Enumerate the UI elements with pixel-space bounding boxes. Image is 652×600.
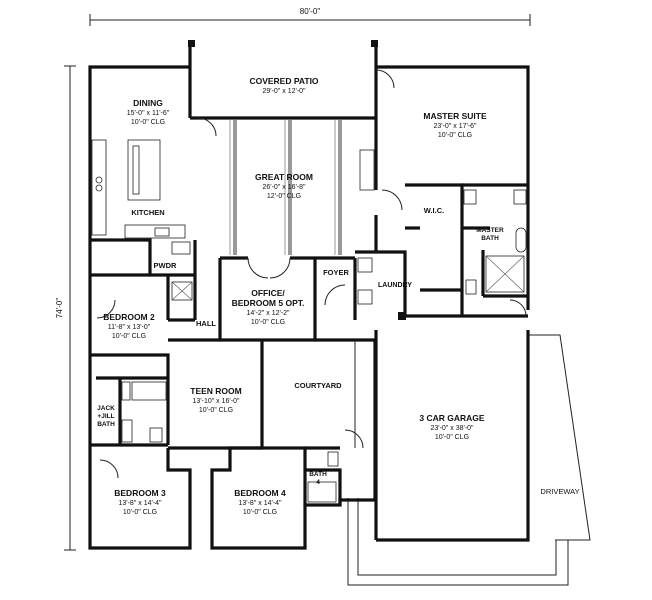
door-swings	[96, 69, 527, 479]
room-great-room: GREAT ROOM 26'-0" x 16'-8" 12'-0" CLG	[255, 172, 313, 200]
bath4-line1: BATH	[309, 471, 327, 478]
office-size: 14'-2" x 12'-2"	[246, 310, 290, 317]
master-suite-name: MASTER SUITE	[423, 111, 487, 121]
room-bath4: BATH 4	[309, 471, 327, 486]
driveway-name: DRIVEWAY	[540, 487, 579, 496]
garage-size: 23'-0" x 38'-0"	[430, 425, 474, 432]
laundry-name: LAUNDRY	[378, 282, 412, 289]
garage-clg: 10'-0" CLG	[435, 434, 469, 441]
teen-room-size: 13'-10" x 16'-0"	[193, 398, 240, 405]
depth-dimension-label: 74'-0"	[55, 298, 64, 319]
room-dining: DINING 15'-0" x 11'-6" 10'-0" CLG	[127, 98, 170, 126]
fireplace	[359, 149, 375, 191]
pwdr-sink	[171, 241, 191, 255]
dining-size: 15'-0" x 11'-6"	[127, 110, 170, 117]
bedroom2-size: 11'-8" x 13'-0"	[108, 324, 151, 331]
master-suite-clg: 10'-0" CLG	[438, 132, 472, 139]
patio-post-right	[371, 40, 378, 47]
garage-name: 3 CAR GARAGE	[419, 413, 485, 423]
dining-name: DINING	[133, 98, 163, 108]
driveway-area	[347, 334, 591, 586]
interior-walls	[90, 118, 528, 520]
bedroom4-clg: 10'-0" CLG	[243, 509, 277, 516]
room-bedroom3: BEDROOM 3 13'-8" x 14'-4" 10'-0" CLG	[114, 488, 166, 516]
great-room-name: GREAT ROOM	[255, 172, 313, 182]
room-bedroom4: BEDROOM 4 13'-8" x 14'-4" 10'-0" CLG	[234, 488, 286, 516]
office-line1: OFFICE/	[251, 288, 285, 298]
foyer-name: FOYER	[323, 268, 349, 277]
bedroom3-size: 13'-8" x 14'-4"	[118, 500, 162, 507]
width-dimension-label: 80'-0"	[300, 7, 321, 16]
master-bath-line1: MASTER	[476, 227, 504, 234]
room-teen-room: TEEN ROOM 13'-10" x 16'-0" 10'-0" CLG	[190, 386, 241, 414]
width-dimension: 80'-0"	[89, 7, 531, 26]
office-clg: 10'-0" CLG	[251, 319, 285, 326]
office-line2: BEDROOM 5 OPT.	[232, 298, 305, 308]
bedroom3-clg: 10'-0" CLG	[123, 509, 157, 516]
laundry-fixtures	[357, 257, 373, 305]
room-bedroom2: BEDROOM 2 11'-8" x 13'-0" 10'-0" CLG	[103, 312, 155, 340]
garage-post	[398, 312, 406, 320]
room-garage: 3 CAR GARAGE 23'-0" x 38'-0" 10'-0" CLG	[419, 413, 485, 441]
master-bath-line2: BATH	[481, 235, 499, 242]
master-bath-fixtures	[463, 189, 527, 295]
courtyard-name: COURTYARD	[294, 381, 342, 390]
bedroom4-size: 13'-8" x 14'-4"	[238, 500, 282, 507]
room-office: OFFICE/ BEDROOM 5 OPT. 14'-2" x 12'-2" 1…	[232, 288, 305, 326]
great-room-size: 26'-0" x 16'-8"	[262, 184, 306, 191]
master-suite-size: 23'-0" x 17'-6"	[433, 123, 477, 130]
hall-name: HALL	[196, 319, 216, 328]
jack-jill-line1: JACK	[97, 405, 115, 412]
jack-jill-line2: +JILL	[97, 413, 114, 420]
bath4-line2: 4	[316, 479, 320, 486]
dining-clg: 10'-0" CLG	[131, 119, 165, 126]
wic-name: W.I.C.	[424, 206, 444, 215]
covered-patio-size: 29'-0" x 12'-0"	[262, 88, 306, 95]
teen-room-name: TEEN ROOM	[190, 386, 241, 396]
pwdr-name: PWDR	[154, 261, 177, 270]
room-master-suite: MASTER SUITE 23'-0" x 17'-6" 10'-0" CLG	[423, 111, 487, 139]
kitchen-fixtures	[91, 139, 186, 239]
room-master-bath: MASTER BATH	[476, 227, 504, 242]
depth-dimension: 74'-0"	[55, 65, 76, 551]
bedroom2-clg: 10'-0" CLG	[112, 333, 146, 340]
covered-patio-name: COVERED PATIO	[249, 76, 318, 86]
bath4-fixtures	[307, 451, 339, 503]
jack-jill-fixtures	[121, 381, 167, 443]
room-jack-jill-bath: JACK +JILL BATH	[97, 405, 115, 428]
bedroom3-name: BEDROOM 3	[114, 488, 166, 498]
jack-jill-line3: BATH	[97, 421, 115, 428]
patio-post-left	[188, 40, 195, 47]
ceiling-beams	[229, 120, 342, 255]
bedroom2-name: BEDROOM 2	[103, 312, 155, 322]
teen-room-clg: 10'-0" CLG	[199, 407, 233, 414]
kitchen-name: KITCHEN	[131, 208, 164, 217]
room-covered-patio: COVERED PATIO 29'-0" x 12'-0"	[249, 76, 318, 95]
bedroom4-name: BEDROOM 4	[234, 488, 286, 498]
great-room-clg: 12'-0" CLG	[267, 193, 301, 200]
